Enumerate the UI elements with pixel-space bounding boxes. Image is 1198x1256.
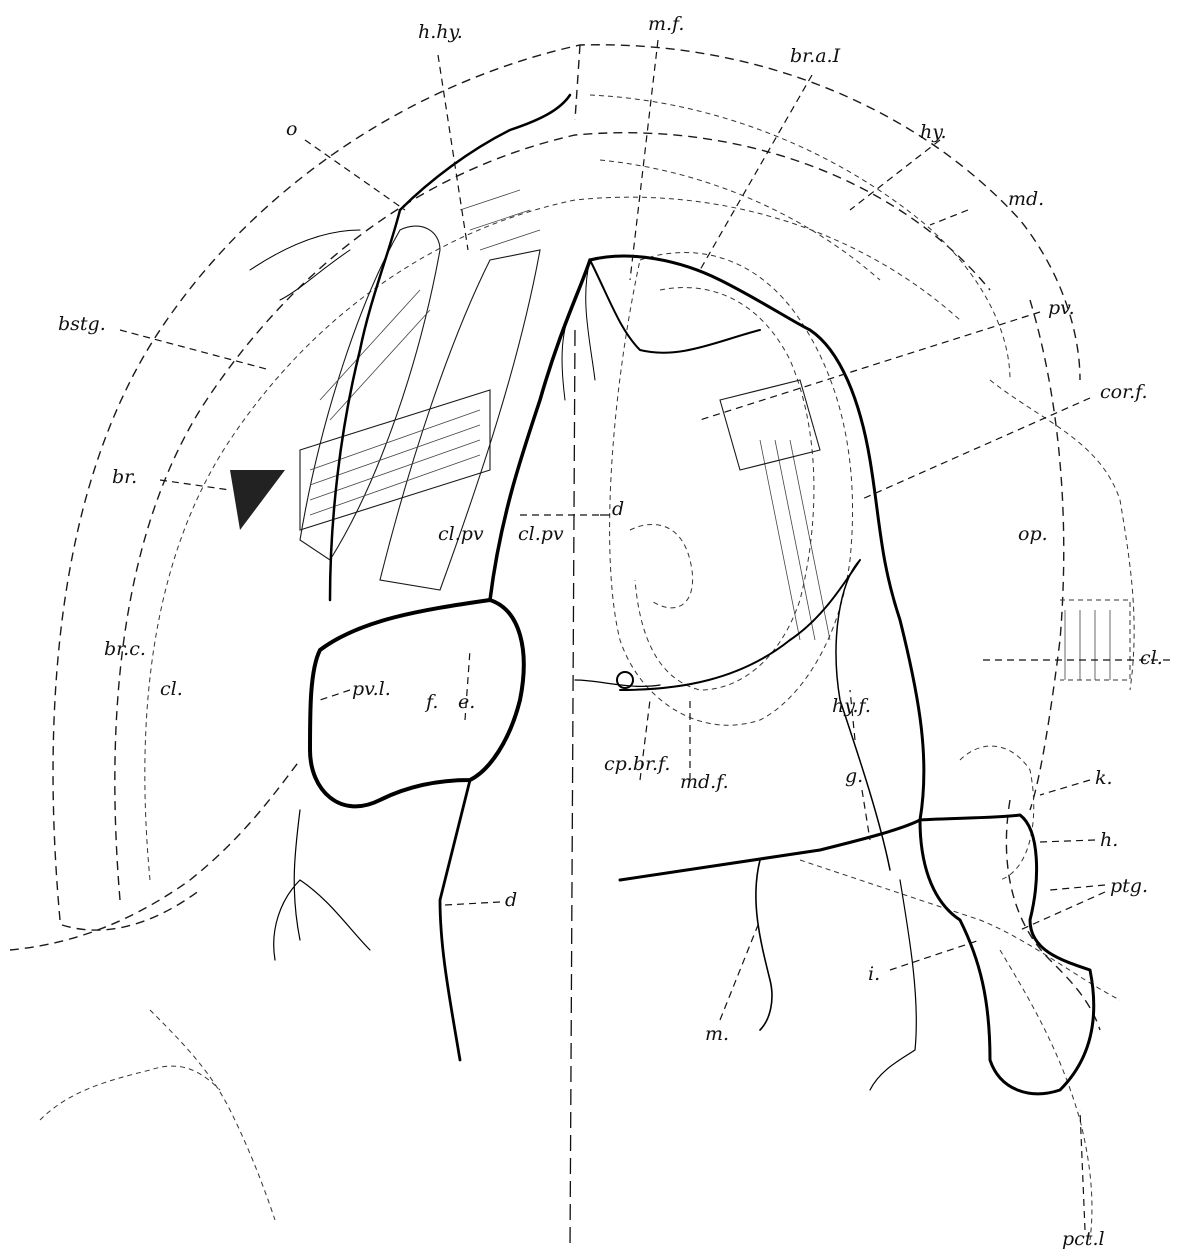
label-cp-br-f: cp.br.f. <box>604 753 670 775</box>
label-br-c: br.c. <box>104 638 146 660</box>
midline <box>570 330 575 1250</box>
label-m: m. <box>705 1023 729 1045</box>
outline-arcs <box>10 45 1134 1240</box>
label-pv: pv. <box>1048 297 1075 319</box>
label-i: i. <box>868 963 880 985</box>
label-o: o <box>286 118 297 140</box>
blood-vessels <box>250 95 1094 1094</box>
label-m-f: m.f. <box>648 13 684 35</box>
label-br-a-i: br.a.I <box>790 45 841 67</box>
label-br: br. <box>112 466 137 488</box>
label-cl-pv-2: cl.pv <box>518 523 564 545</box>
label-g: g. <box>845 765 863 787</box>
label-cor-f: cor.f. <box>1100 381 1148 403</box>
label-bstg: bstg. <box>58 313 106 335</box>
label-pct-l: pct.l <box>1062 1228 1105 1250</box>
label-hy: hy. <box>920 121 947 143</box>
label-cl-left: cl. <box>160 678 183 700</box>
label-d-lower: d <box>505 889 517 911</box>
label-md: md. <box>1008 188 1044 210</box>
label-ptg: ptg. <box>1110 875 1148 897</box>
label-e: e. <box>458 691 475 713</box>
label-md-f: md.f. <box>680 771 729 793</box>
label-hy-f: hy.f. <box>832 695 871 717</box>
label-cl-right: cl. <box>1140 647 1163 669</box>
leader-lines <box>120 40 1170 1230</box>
label-cl-pv-1: cl.pv <box>438 523 484 545</box>
label-h: h. <box>1100 829 1118 851</box>
label-k: k. <box>1095 767 1113 789</box>
label-h-hy: h.hy. <box>418 21 463 43</box>
left-muscle-blocks <box>230 190 540 590</box>
label-d-upper: d <box>612 498 624 520</box>
labels: h.hy. m.f. br.a.I o hy. md. bstg. pv. co… <box>58 13 1163 1250</box>
label-op: op. <box>1018 523 1048 545</box>
right-structures <box>610 253 1130 1031</box>
label-f: f. <box>424 691 438 713</box>
label-pv-l: pv.l. <box>352 678 391 700</box>
